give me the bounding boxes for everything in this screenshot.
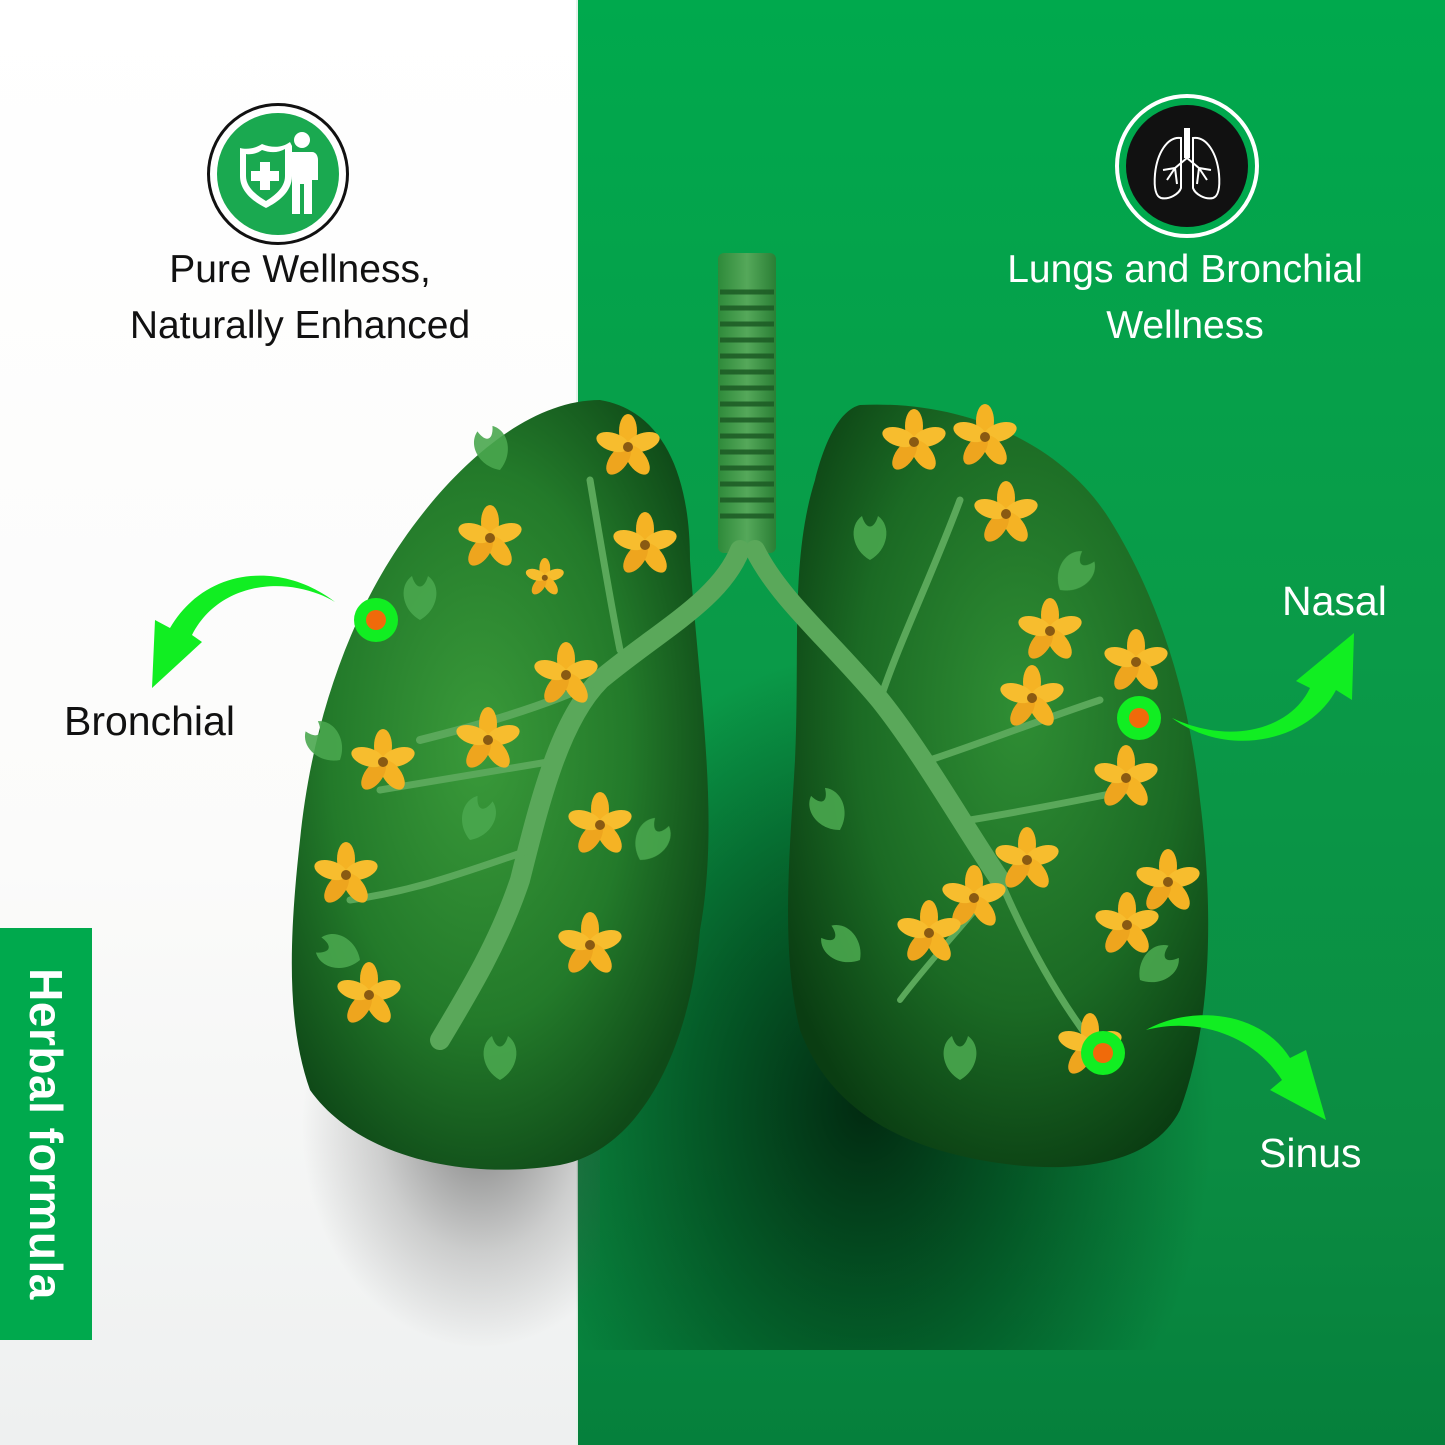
left-heading: Pure Wellness, Naturally Enhanced (60, 242, 540, 354)
right-heading-line1: Lungs and Bronchial (1007, 248, 1363, 291)
nasal-marker (1117, 696, 1161, 740)
marker-dot (366, 610, 386, 630)
sinus-marker (1081, 1031, 1125, 1075)
curved-arrow-down-left (152, 575, 335, 688)
marker-dot (1129, 708, 1149, 728)
left-heading-line1: Pure Wellness, (169, 248, 431, 291)
right-heading-line2: Wellness (1106, 304, 1264, 347)
bronchial-marker (354, 598, 398, 642)
bronchial-label: Bronchial (64, 698, 235, 744)
curved-arrow-down-right (1146, 1015, 1326, 1120)
left-heading-line2: Naturally Enhanced (129, 304, 471, 347)
herbal-formula-label: Herbal formula (20, 968, 72, 1300)
right-heading: Lungs and Bronchial Wellness (960, 242, 1410, 354)
herbal-formula-tab: Herbal formula (0, 928, 92, 1340)
sinus-label: Sinus (1259, 1130, 1362, 1176)
curved-arrow-up-right (1172, 633, 1354, 741)
nasal-label: Nasal (1282, 578, 1387, 624)
marker-dot (1093, 1043, 1113, 1063)
shield-person-health-icon (207, 103, 349, 245)
lungs-icon (1115, 94, 1259, 238)
